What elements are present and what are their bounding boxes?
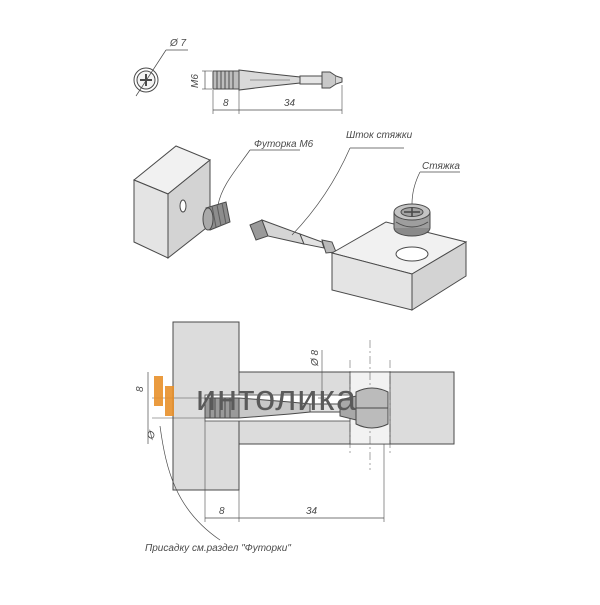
label-cam-rod: Шток стяжки [346,130,413,141]
cam-rod-part [249,219,337,254]
exploded-view-group [133,145,468,311]
section-dim-phi: Ø [145,428,160,442]
watermark-text: интолика [196,377,357,418]
section-view-group [147,321,455,541]
logo-accent-bar-2 [165,386,174,416]
screw-head-icon [133,67,159,93]
section-dim-8-vertical: 8 [135,386,146,392]
label-cam-lock: Стяжка [422,161,460,172]
section-cam [355,387,389,429]
section-dim-34-label: 34 [306,506,318,517]
sleeve-m6-part [202,201,231,231]
right-panel-block [330,221,468,311]
top-dim-8-label: 8 [223,98,229,109]
section-dim-d8: Ø 8 [310,349,321,367]
section-dim-8-label: 8 [219,506,225,517]
drilling-note: Присадку см.раздел "Футорки" [145,543,291,554]
intolika-watermark-logo: интолика [154,376,357,418]
diameter-7-label: Ø 7 [169,38,187,49]
rod-side-view [212,69,343,91]
top-view-group [133,49,343,114]
thread-m6-label: M6 [190,74,201,88]
logo-accent-bar [154,376,163,406]
top-dim-34-label: 34 [284,98,296,109]
cam-lock-part [393,203,431,237]
label-sleeve-m6: Футорка М6 [254,139,314,150]
left-panel-block [133,145,211,260]
